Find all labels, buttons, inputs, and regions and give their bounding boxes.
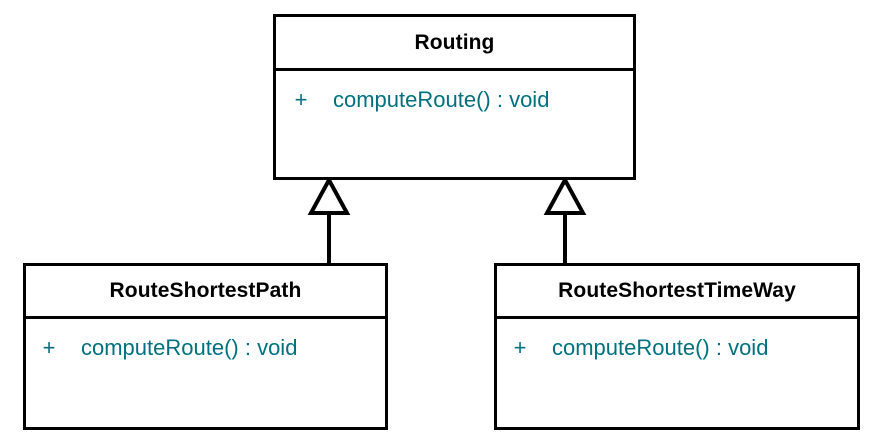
uml-class-name-routing: Routing <box>276 17 633 71</box>
uml-operations-compartment-routing: + computeRoute() : void <box>276 71 633 174</box>
uml-class-routing[interactable]: Routing + computeRoute() : void <box>273 14 636 180</box>
generalization-routeshortesttimeway-to-routing[interactable] <box>543 175 587 263</box>
uml-operation-row[interactable]: + computeRoute() : void <box>26 335 385 361</box>
uml-operations-compartment-routeshortestpath: + computeRoute() : void <box>26 319 385 424</box>
hollow-triangle-arrowhead-left <box>307 175 351 215</box>
uml-operations-compartment-routeshortesttimeway: + computeRoute() : void <box>497 319 857 424</box>
uml-operation-row[interactable]: + computeRoute() : void <box>497 335 857 361</box>
generalization-routeshortestpath-to-routing[interactable] <box>307 175 351 263</box>
visibility-marker-public: + <box>513 335 527 360</box>
visibility-marker-public: + <box>42 335 56 360</box>
operation-signature: computeRoute() : void <box>81 335 298 360</box>
uml-class-name-routeshortesttimeway: RouteShortestTimeWay <box>497 266 857 319</box>
uml-operation-row[interactable]: + computeRoute() : void <box>276 87 633 113</box>
hollow-triangle-arrowhead-right <box>543 175 587 215</box>
operation-signature: computeRoute() : void <box>552 335 769 360</box>
operation-signature: computeRoute() : void <box>333 87 550 112</box>
uml-class-name-routeshortestpath: RouteShortestPath <box>26 266 385 319</box>
uml-class-routeshortestpath[interactable]: RouteShortestPath + computeRoute() : voi… <box>23 263 388 430</box>
visibility-marker-public: + <box>294 87 308 112</box>
uml-class-routeshortesttimeway[interactable]: RouteShortestTimeWay + computeRoute() : … <box>494 263 860 430</box>
